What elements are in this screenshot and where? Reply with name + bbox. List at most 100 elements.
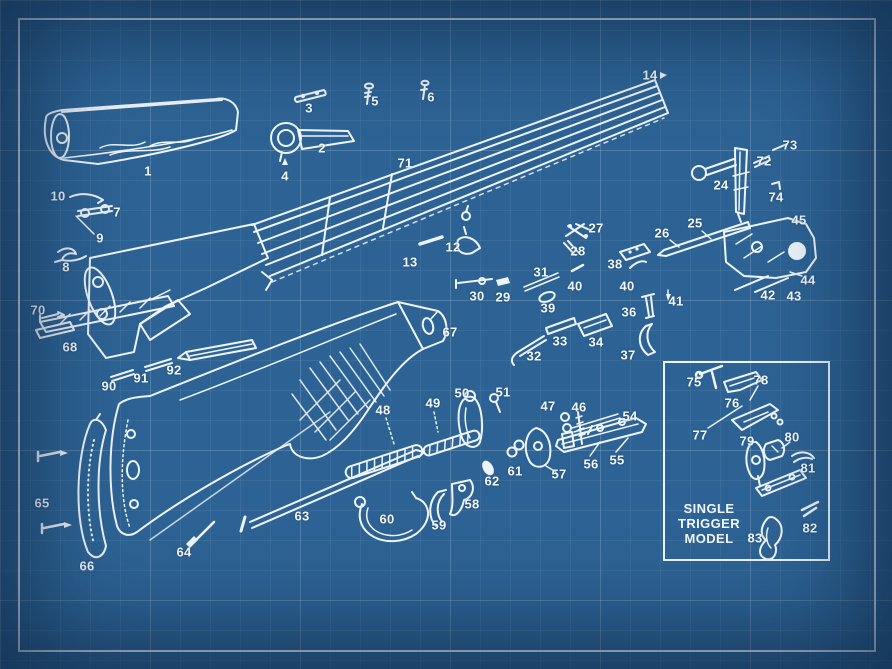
part-label-83: 83 [747, 530, 763, 546]
part-label-30: 30 [469, 288, 485, 304]
part-label-77: 77 [692, 427, 708, 443]
part-label-36: 36 [621, 304, 637, 320]
part-label-42: 42 [760, 287, 776, 303]
part-label-32: 32 [526, 348, 542, 364]
part-label-92: 92 [166, 362, 182, 378]
part-label-7: 7 [113, 204, 121, 220]
part-90-pin-drawing [110, 369, 135, 382]
part-70-screw-drawing [39, 311, 65, 323]
part-label-91: 91 [133, 370, 149, 386]
inset-part-80-drawing [762, 439, 791, 461]
part-24-top-lever-drawing [691, 147, 750, 223]
part-32-screw-drawing [510, 335, 547, 366]
part-4-arrow [282, 158, 288, 165]
part-13-pin-drawing [418, 235, 444, 246]
inset-part-75-drawing [694, 364, 724, 390]
part-label-6: 6 [427, 89, 435, 105]
spring-leader-lines [385, 411, 439, 445]
part-label-39: 39 [540, 300, 556, 316]
part-label-38: 38 [607, 256, 623, 272]
part-7-drawing [77, 204, 113, 218]
part-label-4: 4 [281, 168, 289, 184]
part-33-spring-drawing [545, 317, 577, 335]
part-48-spring-drawing [344, 444, 424, 480]
part-label-59: 59 [431, 517, 447, 533]
part-label-27: 27 [588, 220, 604, 236]
part-36-drawing [641, 293, 655, 319]
part-label-2: 2 [318, 140, 326, 156]
part-27-drawing [565, 223, 591, 239]
part-10-drawing [69, 193, 104, 204]
part-label-31: 31 [533, 264, 549, 280]
part-label-10: 10 [50, 188, 66, 204]
caption-line-2: TRIGGER [677, 516, 741, 531]
part-8-drawing [54, 247, 87, 263]
part-62-drawing [482, 460, 494, 476]
blueprint-border-frame [18, 18, 876, 652]
part-label-54: 54 [622, 408, 638, 424]
part-label-33: 33 [552, 333, 568, 349]
part-66-recoil-pad-drawing [77, 413, 107, 559]
part-74-drawing [771, 181, 781, 190]
part-64-bolt-drawing [186, 520, 216, 548]
part-label-65: 65 [34, 495, 50, 511]
part-58-trigger-drawing [449, 479, 474, 516]
part-label-80: 80 [784, 429, 800, 445]
part-label-72: 72 [756, 153, 772, 169]
stock-bolt-axis-line [149, 411, 331, 541]
single-trigger-inset-box: SINGLE TRIGGER MODEL [663, 361, 830, 561]
part-68-rail-drawing [35, 295, 175, 339]
part-label-73: 73 [782, 137, 798, 153]
part-label-25: 25 [687, 215, 703, 231]
part-label-37: 37 [620, 347, 636, 363]
part-label-81: 81 [800, 460, 816, 476]
part-label-62: 62 [484, 473, 500, 489]
part-65-screws-drawing [36, 450, 72, 535]
part-label-90: 90 [101, 378, 117, 394]
part-14-arrow [660, 72, 667, 79]
part-67-buttstock-drawing [109, 301, 448, 536]
part-label-12: 12 [445, 239, 461, 255]
caption-line-3: MODEL [684, 531, 734, 546]
part-label-49: 49 [425, 395, 441, 411]
part-34-drawing [577, 313, 613, 337]
part-label-55: 55 [609, 452, 625, 468]
grip-checkering [291, 343, 391, 441]
part-label-75: 75 [686, 374, 702, 390]
part-60-trigger-guard-drawing [354, 491, 429, 543]
part-label-63: 63 [294, 508, 310, 524]
part-label-8: 8 [62, 259, 70, 275]
part-label-57: 57 [551, 466, 567, 482]
part-5-screw-drawing [364, 82, 374, 105]
part-40b-drawing [629, 260, 647, 269]
part-label-67: 67 [442, 324, 458, 340]
caption-line-1: SINGLE [683, 501, 735, 516]
single-trigger-caption: SINGLE TRIGGER MODEL [668, 501, 750, 546]
part-label-45: 45 [791, 212, 807, 228]
part-label-61: 61 [507, 463, 523, 479]
part-label-14: 14 [642, 67, 658, 83]
part-92-bar-drawing [177, 339, 257, 361]
part-38-drawing [619, 243, 651, 261]
part-label-24: 24 [713, 177, 729, 193]
part-label-3: 3 [305, 100, 313, 116]
part-12-drawing [456, 226, 481, 255]
part-39-drawing [538, 290, 556, 304]
part-51-drawing [489, 393, 501, 413]
part-30-drawing [455, 277, 493, 289]
inset-part-82-drawing [800, 500, 820, 518]
part-label-76: 76 [724, 395, 740, 411]
part-9-leader-line [75, 215, 95, 235]
part-63-stock-bolt-drawing [239, 449, 425, 533]
part-91-pin-drawing [144, 358, 173, 372]
part-54-trigger-plate-drawing [555, 413, 647, 457]
part-40a-pin-drawing [570, 263, 585, 273]
part-29-drawing [496, 277, 510, 286]
part-label-66: 66 [79, 558, 95, 574]
part-label-51: 51 [495, 384, 511, 400]
part-label-26: 26 [654, 225, 670, 241]
part-label-58: 58 [464, 496, 480, 512]
part-label-41: 41 [668, 293, 684, 309]
part-73-pin-drawing [772, 143, 788, 151]
part-28-pin-drawing [563, 240, 580, 256]
